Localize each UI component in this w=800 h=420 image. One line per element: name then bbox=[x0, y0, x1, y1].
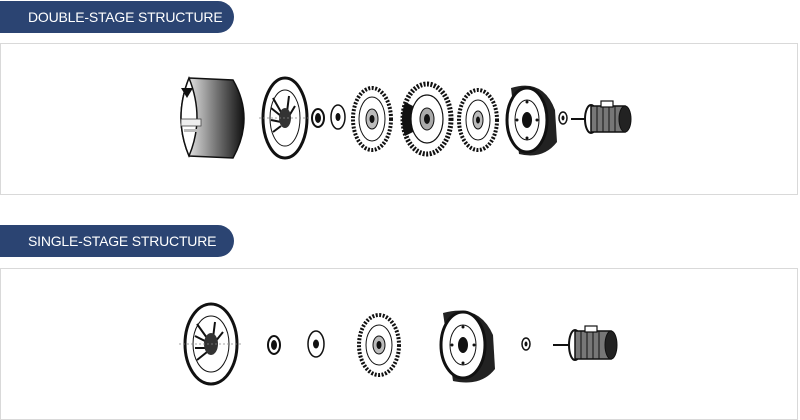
single-stage-diagram bbox=[0, 268, 798, 420]
diffuser-part bbox=[399, 81, 454, 157]
motor-part bbox=[553, 325, 621, 365]
bearing-part bbox=[267, 335, 281, 355]
impeller-part bbox=[357, 313, 401, 377]
double-stage-diagram bbox=[0, 43, 798, 195]
end-cover-part bbox=[179, 302, 243, 386]
bearing-part bbox=[311, 108, 325, 128]
pump-casing-part bbox=[435, 305, 497, 385]
washer-part bbox=[306, 329, 326, 359]
washer-part bbox=[329, 104, 347, 130]
pump-casing-part bbox=[503, 80, 559, 158]
single-stage-header: SINGLE-STAGE STRUCTURE bbox=[0, 225, 234, 257]
impeller-part bbox=[457, 88, 499, 152]
impeller-part bbox=[351, 86, 393, 152]
double-stage-header: DOUBLE-STAGE STRUCTURE bbox=[0, 1, 234, 33]
double-stage-title: DOUBLE-STAGE STRUCTURE bbox=[28, 9, 223, 25]
single-stage-title: SINGLE-STAGE STRUCTURE bbox=[28, 233, 217, 249]
seal-part bbox=[521, 337, 531, 351]
seal-part bbox=[558, 111, 568, 125]
end-cover-part bbox=[259, 76, 309, 161]
motor-part bbox=[571, 100, 635, 138]
outer-housing-part bbox=[171, 74, 256, 162]
